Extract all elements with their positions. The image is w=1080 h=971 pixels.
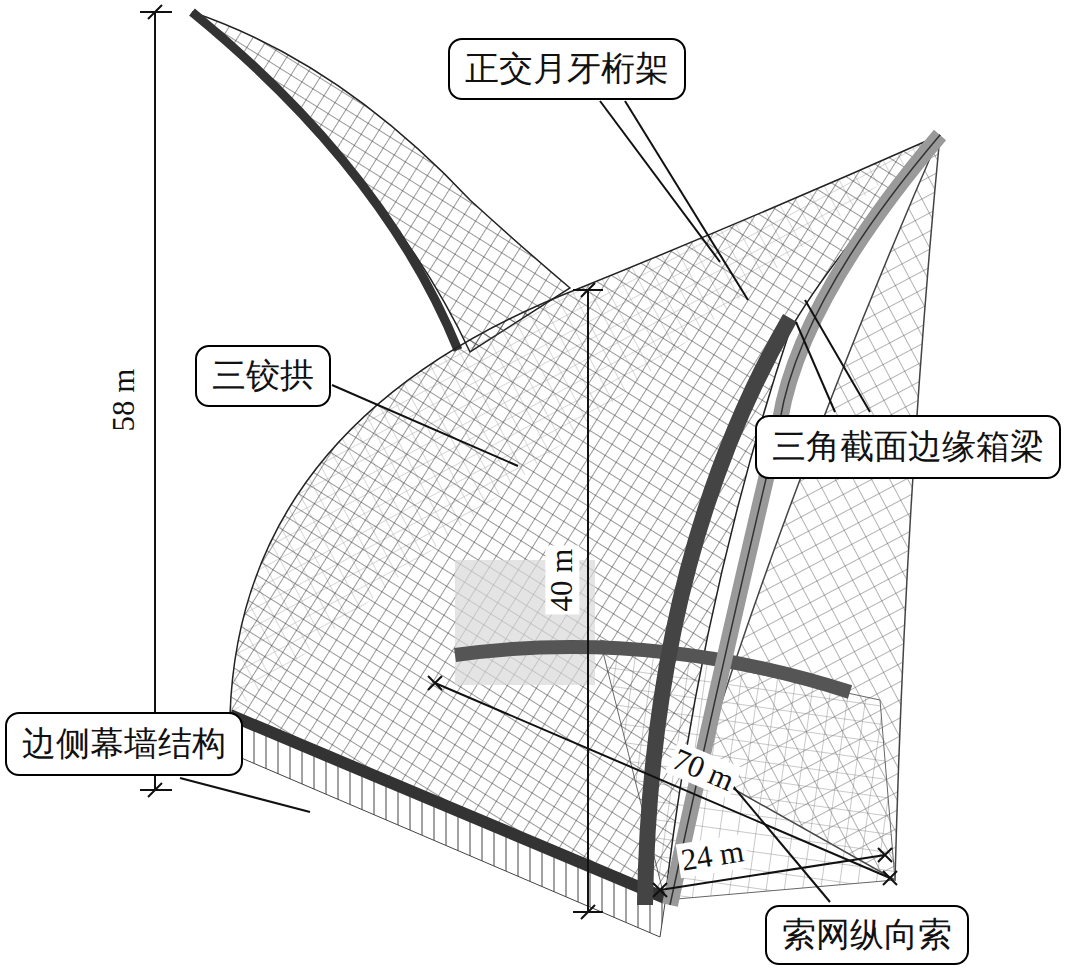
callout-text: 正交月牙桁架 [465,50,669,87]
sail-edge [192,12,458,350]
bottom-beam [230,715,665,898]
leader-lines [180,101,870,902]
leader-line [805,300,870,412]
callout-text: 索网纵向索 [782,916,952,953]
leader-line [332,385,518,466]
callout-box: 正交月牙桁架 [448,38,686,100]
dimension-label: 58 m [107,366,141,435]
callout-text: 三铰拱 [212,357,314,394]
leader-line [796,322,835,412]
leader-line [600,101,720,262]
callout-text: 三角截面边缘箱梁 [772,428,1044,465]
dim-58 [140,5,172,797]
callout-box: 索网纵向索 [765,905,969,965]
dim-70 [428,676,897,885]
leader-line [625,101,748,300]
ring-beam [455,647,850,692]
callout-box: 三铰拱 [195,345,331,407]
callout-text: 边侧幕墙结构 [22,725,226,762]
callout-box: 边侧幕墙结构 [5,712,243,776]
dimension-label: 40 m [545,546,579,615]
callout-box: 三角截面边缘箱梁 [755,415,1061,479]
leader-line [180,778,310,812]
dark-arch [645,318,790,905]
